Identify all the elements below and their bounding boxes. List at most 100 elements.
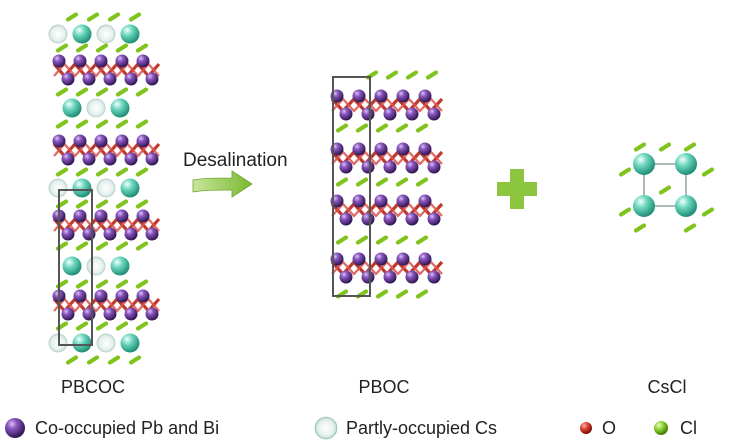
unit-cell: [332, 76, 371, 297]
cl-atom: [135, 87, 149, 97]
cl-atom: [135, 241, 149, 251]
cl-atom: [115, 321, 129, 331]
cl-atom: [135, 199, 149, 209]
cl-atom: [633, 223, 647, 233]
cl-atom: [375, 123, 389, 133]
pb-bi-atom: [427, 212, 441, 226]
pb-bi-atom: [352, 194, 366, 208]
pbcoc-label: PBCOC: [61, 377, 125, 397]
cs-atom: [96, 178, 116, 198]
cs-atom: [72, 333, 92, 353]
pb-bi-atom: [94, 209, 108, 223]
pb-bi-atom: [383, 212, 397, 226]
plus-icon: [497, 169, 537, 209]
cs-atom: [120, 178, 140, 198]
cl-atom: [375, 177, 389, 187]
cl-atom: [395, 123, 409, 133]
cs-atom: [675, 153, 697, 175]
cl-atom: [128, 12, 142, 22]
pb-bi-atom: [352, 142, 366, 156]
cl-atom: [683, 142, 697, 152]
pb-bi-atom: [396, 194, 410, 208]
pb-bi-atom: [103, 152, 117, 166]
cs-atom: [675, 195, 697, 217]
cl-atom: [86, 355, 100, 365]
cl-atom: [55, 167, 69, 177]
desalination-label: Desalination: [183, 150, 288, 171]
cl-atom: [75, 167, 89, 177]
pb-bi-atom: [427, 160, 441, 174]
pb-bi-atom: [405, 270, 419, 284]
cscl-label: CsCl: [648, 377, 687, 397]
pb-bi-atom: [73, 54, 87, 68]
pb-bi-atom: [115, 209, 129, 223]
pb-bi-atom: [339, 212, 353, 226]
pb-bi-atom: [82, 152, 96, 166]
pb-bi-atom: [52, 54, 66, 68]
pb-bi-atom: [383, 107, 397, 121]
pb-bi-atom: [427, 107, 441, 121]
pb-bi-atom: [61, 227, 75, 241]
cl-atom: [658, 142, 672, 152]
pb-bi-atom: [136, 289, 150, 303]
cl-atom: [75, 87, 89, 97]
cl-atom: [95, 241, 109, 251]
cl-atom: [75, 279, 89, 289]
pb-bi-atom: [145, 72, 159, 86]
cl-atom: [375, 235, 389, 245]
pb-bi-atom: [115, 54, 129, 68]
cl-atom: [75, 199, 89, 209]
pb-bi-atom: [115, 289, 129, 303]
pb-bi-atom: [339, 160, 353, 174]
cl-atom: [115, 87, 129, 97]
pb-bi-atom: [405, 107, 419, 121]
cs-atom: [72, 24, 92, 44]
cl-atom: [115, 199, 129, 209]
cl-atom: [55, 43, 69, 53]
cs-atom: [62, 98, 82, 118]
pb-bi-atom: [145, 307, 159, 321]
legend-label-pb-bi: Co-occupied Pb and Bi: [35, 418, 219, 438]
cs-atom: [120, 24, 140, 44]
cl-atom: [128, 355, 142, 365]
pb-bi-atom: [361, 160, 375, 174]
cl-atom: [395, 235, 409, 245]
cs-atom: [48, 24, 68, 44]
pb-bi-atom: [361, 270, 375, 284]
cl-atom: [107, 12, 121, 22]
cl-atom: [701, 167, 715, 177]
cl-atom: [115, 241, 129, 251]
pb-bi-atom: [136, 209, 150, 223]
cl-atom: [415, 289, 429, 299]
cl-atom: [95, 199, 109, 209]
pb-bi-atom: [103, 307, 117, 321]
cs-atom: [633, 195, 655, 217]
cscl-structure: [618, 142, 715, 233]
cl-atom: [95, 43, 109, 53]
pb-bi-atom: [61, 152, 75, 166]
pb-bi-atom: [82, 227, 96, 241]
cl-atom: [701, 207, 715, 217]
cyan-sphere-icon: [314, 416, 338, 440]
cl-atom: [335, 177, 349, 187]
pb-bi-atom: [103, 72, 117, 86]
cl-atom: [415, 177, 429, 187]
pb-o-bond: [331, 97, 443, 113]
cl-atom: [683, 223, 697, 233]
cl-atom: [425, 70, 439, 80]
cl-atom: [95, 119, 109, 129]
cl-atom: [95, 279, 109, 289]
cl-atom: [115, 279, 129, 289]
arrow-icon: [192, 170, 253, 198]
cs-atom: [120, 333, 140, 353]
pb-bi-atom: [136, 54, 150, 68]
cl-atom: [355, 123, 369, 133]
pb-bi-atom: [124, 307, 138, 321]
pb-bi-atom: [405, 212, 419, 226]
pb-bi-atom: [396, 252, 410, 266]
pb-bi-atom: [73, 209, 87, 223]
cs-atom: [110, 256, 130, 276]
pb-bi-atom: [396, 89, 410, 103]
cs-atom: [110, 98, 130, 118]
